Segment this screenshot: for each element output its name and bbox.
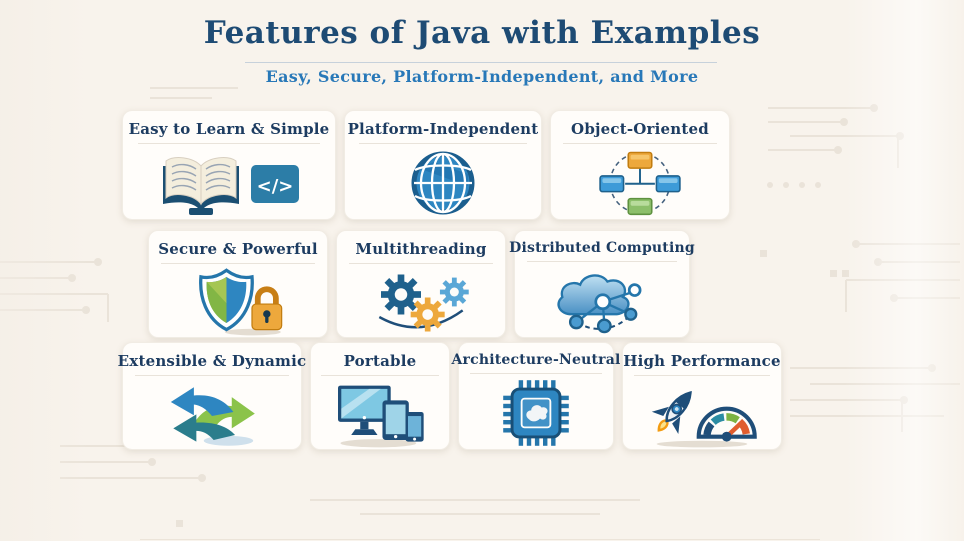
shield-lock-icon	[180, 266, 296, 337]
card-title: Architecture-Neutral	[451, 352, 621, 368]
card-title-divider	[320, 375, 440, 376]
feature-card-extensible-dynamic: Extensible & Dynamic	[118, 342, 306, 450]
card-title-divider	[469, 373, 603, 374]
bottom-edge-line	[140, 539, 820, 540]
feature-card-multithreading: Multithreading	[336, 230, 506, 338]
card-title-divider	[135, 375, 289, 376]
card-title: Secure & Powerful	[158, 240, 318, 258]
feature-card-easy-to-learn: Easy to Learn & Simple </>	[122, 110, 336, 220]
card-title-divider	[634, 375, 770, 376]
card-title-divider	[137, 143, 321, 144]
feature-row-1: Easy to Learn & Simple </> Platform-Inde…	[122, 110, 730, 220]
cloud-network-icon	[533, 264, 671, 337]
card-title-divider	[348, 263, 494, 264]
devices-icon	[323, 378, 437, 449]
card-title-divider	[563, 143, 717, 144]
header: Features of Java with Examples	[0, 14, 964, 53]
rocket-gauge-icon	[632, 378, 772, 449]
objects-diagram-icon	[588, 146, 692, 219]
feature-card-high-performance: High Performance	[622, 342, 782, 450]
book-code-icon: </>	[149, 146, 309, 219]
card-title: Distributed Computing	[509, 240, 695, 256]
title-divider	[245, 62, 717, 63]
feature-card-architecture-neutral: Architecture-Neutral	[452, 342, 620, 450]
card-title: Multithreading	[355, 240, 487, 258]
gears-icon	[355, 266, 487, 337]
svg-text:</>: </>	[257, 176, 294, 197]
feature-card-distributed-computing: Distributed Computing	[509, 230, 695, 338]
card-title: Extensible & Dynamic	[117, 352, 307, 370]
card-title: Object-Oriented	[571, 120, 709, 138]
feature-card-secure-powerful: Secure & Powerful	[148, 230, 328, 338]
card-title: Easy to Learn & Simple	[128, 120, 330, 138]
page-title: Features of Java with Examples	[203, 15, 761, 51]
feature-card-platform-independent: Platform-Independent	[344, 110, 542, 220]
feature-row-3: Extensible & Dynamic Portable	[118, 342, 782, 450]
feature-card-object-oriented: Object-Oriented	[550, 110, 730, 220]
swap-arrows-icon	[152, 378, 272, 449]
card-title: Platform-Independent	[347, 120, 539, 138]
feature-card-portable: Portable	[310, 342, 450, 450]
chip-icon	[500, 376, 572, 449]
card-title-divider	[161, 263, 315, 264]
card-title: High Performance	[623, 352, 781, 370]
feature-row-2: Secure & Powerful Multithreading	[148, 230, 695, 338]
page-subtitle: Easy, Secure, Platform-Independent, and …	[265, 67, 699, 86]
card-title-divider	[527, 261, 677, 262]
card-title-divider	[358, 143, 528, 144]
globe-icon	[404, 146, 482, 219]
card-title: Portable	[343, 352, 417, 370]
